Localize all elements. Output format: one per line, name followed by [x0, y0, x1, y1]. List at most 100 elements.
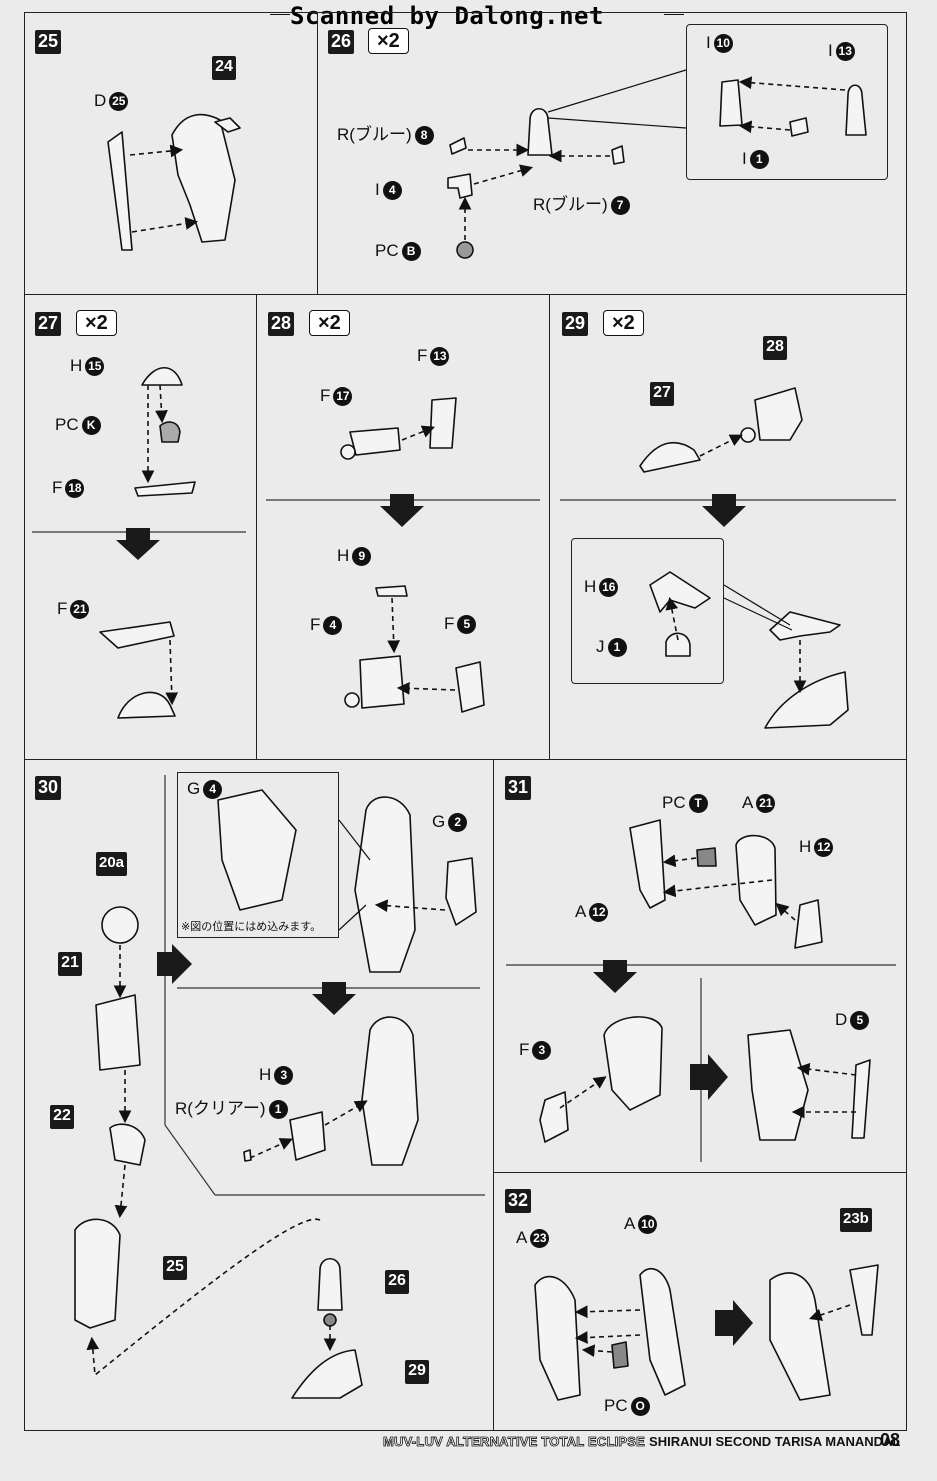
- part-shape: [611, 1341, 629, 1369]
- part-shape: [214, 117, 241, 133]
- assembly-arrow: [131, 217, 199, 233]
- part-shape: [349, 427, 401, 456]
- part-shape: [754, 387, 803, 441]
- part-shape: [527, 107, 553, 156]
- part-shape: [534, 1275, 581, 1401]
- step-26-detail-box: [686, 24, 888, 180]
- part-shape: [747, 1029, 809, 1141]
- assembly-arrow: [324, 1100, 368, 1126]
- part-shape: [456, 241, 474, 259]
- subassembly-tag: 25: [163, 1256, 187, 1280]
- part-shape: [769, 1272, 831, 1401]
- assembly-arrow: [738, 76, 846, 91]
- quantity-badge: ×2: [368, 28, 409, 54]
- step-number: 27: [35, 312, 62, 336]
- part-shape: [217, 789, 297, 911]
- assembly-arrow: [396, 681, 456, 695]
- part-shape: [719, 79, 743, 127]
- part-shape: [455, 661, 485, 713]
- step-arrow: [157, 944, 192, 984]
- part-shape: [764, 671, 849, 729]
- assembly-arrow: [473, 164, 534, 185]
- part-shape: [109, 1123, 146, 1166]
- part-shape: [849, 1264, 879, 1336]
- subassembly-tag: 26: [385, 1270, 409, 1294]
- part-shape: [845, 84, 867, 136]
- part-shape: [649, 571, 711, 613]
- part-shape: [354, 796, 416, 973]
- step-arrow: [702, 494, 746, 527]
- part-shape: [696, 847, 717, 867]
- series-name: MUV-LUV ALTERNATIVE TOTAL ECLIPSE: [383, 1434, 646, 1450]
- assembly-arrow: [86, 1218, 321, 1377]
- subassembly-tag: 23b: [840, 1208, 872, 1232]
- assembly-arrow: [581, 1344, 613, 1358]
- assembly-arrow: [129, 144, 184, 158]
- part-shape: [361, 1016, 419, 1166]
- subassembly-tag: 29: [405, 1360, 429, 1384]
- assembly-arrow: [665, 596, 679, 641]
- subassembly-tag: 24: [212, 56, 236, 80]
- part-shape: [340, 444, 356, 460]
- quantity-badge: ×2: [76, 310, 117, 336]
- step-arrow: [116, 528, 160, 560]
- part-shape: [429, 397, 457, 449]
- step-arrow: [593, 960, 637, 993]
- part-shape: [851, 1059, 871, 1139]
- callout-line: [723, 597, 793, 631]
- step-number: 26: [328, 30, 355, 54]
- part-shape: [323, 1313, 337, 1327]
- assembly-arrow: [401, 425, 435, 441]
- part-label: R(ブルー)7: [533, 195, 630, 216]
- part-shape: [95, 994, 141, 1071]
- part-shape: [375, 585, 408, 597]
- part-label: R(クリアー)1: [175, 1099, 288, 1120]
- part-shape: [794, 899, 823, 949]
- placement-note: ※図の位置にはめ込みます。: [181, 921, 322, 933]
- step-32-panel: [493, 1172, 907, 1431]
- part-shape: [740, 427, 756, 443]
- part-shape: [603, 1016, 663, 1111]
- part-shape: [243, 1149, 252, 1162]
- assembly-arrow: [775, 902, 796, 921]
- part-shape: [141, 367, 183, 386]
- assembly-arrow: [662, 854, 697, 868]
- part-shape: [134, 481, 196, 497]
- part-shape: [629, 819, 666, 909]
- part-shape: [769, 611, 841, 641]
- part-shape: [447, 173, 473, 199]
- callout-line: [547, 69, 687, 113]
- part-shape: [539, 1091, 569, 1143]
- header-rule-right: [664, 14, 684, 15]
- step-number: 30: [35, 776, 62, 800]
- part-shape: [359, 655, 405, 709]
- step-number: 25: [35, 30, 62, 54]
- step-number: 28: [268, 312, 295, 336]
- assembly-arrow: [165, 639, 179, 706]
- step-number: 32: [505, 1189, 532, 1213]
- step-arrow: [690, 1054, 728, 1100]
- part-shape: [344, 692, 360, 708]
- assembly-arrow: [796, 1062, 857, 1076]
- part-shape: [317, 1257, 343, 1311]
- assembly-arrow: [808, 1304, 851, 1321]
- step-divider: [164, 1124, 216, 1196]
